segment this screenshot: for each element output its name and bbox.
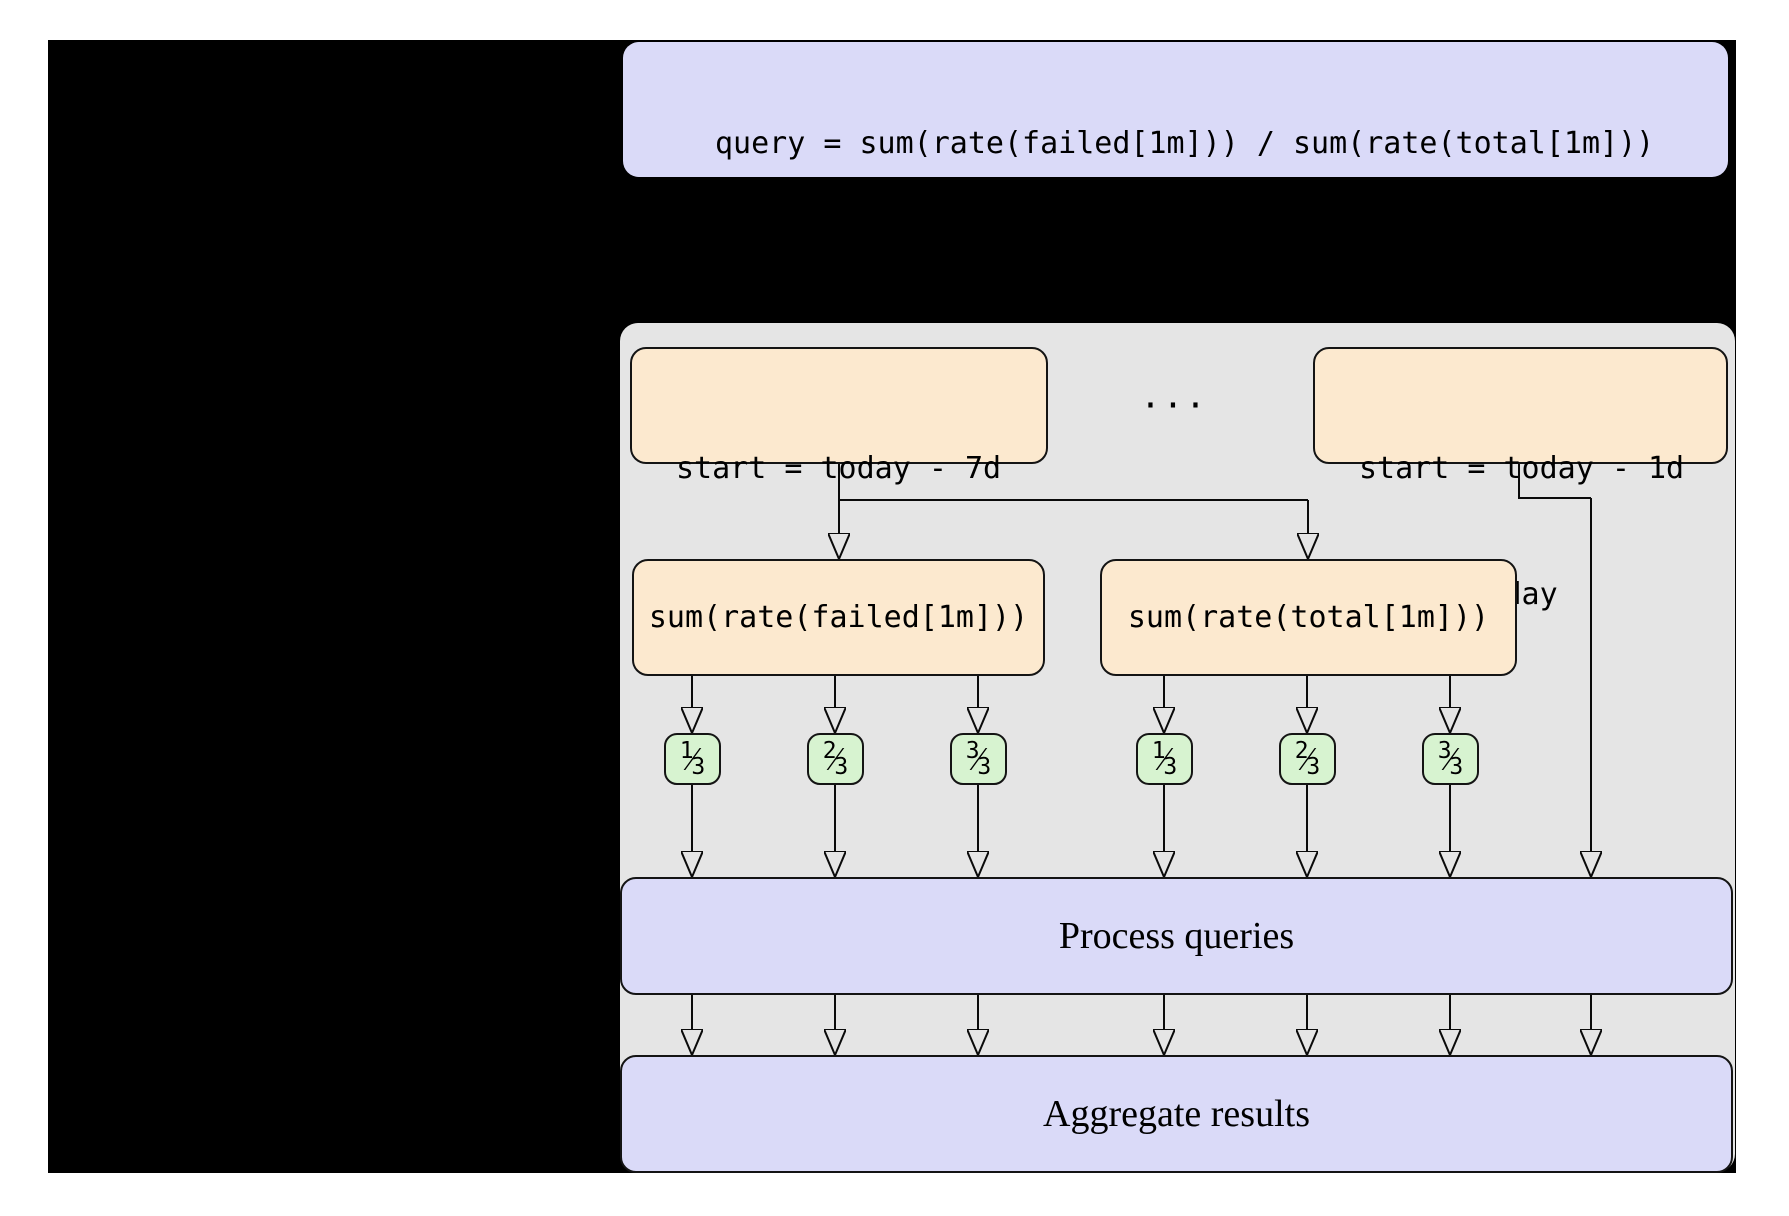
shard-fraction: 2⁄3 <box>822 737 849 780</box>
fraction-slash: ⁄ <box>975 738 982 779</box>
shard-query-box-failed: sum(rate(failed[1m])) <box>632 559 1045 676</box>
shard-fraction-chip: 3⁄3 <box>950 733 1007 785</box>
shard-query-label: sum(rate(failed[1m])) <box>648 600 1029 635</box>
shard-fraction: 1⁄3 <box>679 737 706 780</box>
shard-fraction-chip: 2⁄3 <box>807 733 864 785</box>
shard-fraction-chip: 1⁄3 <box>664 733 721 785</box>
split-range-box-last: start = today - 1d end = today <box>1313 347 1728 612</box>
split-line-start: start = today - 1d <box>1359 451 1685 486</box>
fraction-slash: ⁄ <box>1304 738 1311 779</box>
shard-query-label: sum(rate(total[1m])) <box>1127 600 1490 635</box>
shard-fraction: 1⁄3 <box>1151 737 1178 780</box>
fraction-slash: ⁄ <box>1447 738 1454 779</box>
shard-query-box-total: sum(rate(total[1m])) <box>1100 559 1517 676</box>
fraction-slash: ⁄ <box>689 738 696 779</box>
aggregate-results-label: Aggregate results <box>1043 1093 1310 1135</box>
split-range-box-first: start = today - 7d end = today - 6d <box>630 347 1048 612</box>
shard-fraction-chip: 1⁄3 <box>1136 733 1193 785</box>
shard-fraction-chip: 2⁄3 <box>1279 733 1336 785</box>
code-line-start: start = today - 7d <box>715 231 1041 266</box>
shard-fraction: 2⁄3 <box>1294 737 1321 780</box>
ellipsis-more-splits: ··· <box>1140 386 1208 426</box>
fraction-slash: ⁄ <box>1161 738 1168 779</box>
aggregate-results-bar: Aggregate results <box>620 1055 1733 1173</box>
code-line-query: query = sum(rate(failed[1m])) / sum(rate… <box>715 126 1655 161</box>
shard-fraction: 3⁄3 <box>965 737 992 780</box>
split-line-start: start = today - 7d <box>676 451 1002 486</box>
query-definition-box: query = sum(rate(failed[1m])) / sum(rate… <box>623 42 1728 371</box>
shard-fraction: 3⁄3 <box>1437 737 1464 780</box>
shard-fraction-chip: 3⁄3 <box>1422 733 1479 785</box>
process-queries-label: Process queries <box>1058 915 1295 957</box>
fraction-slash: ⁄ <box>832 738 839 779</box>
process-queries-bar: Process queries <box>620 877 1733 995</box>
